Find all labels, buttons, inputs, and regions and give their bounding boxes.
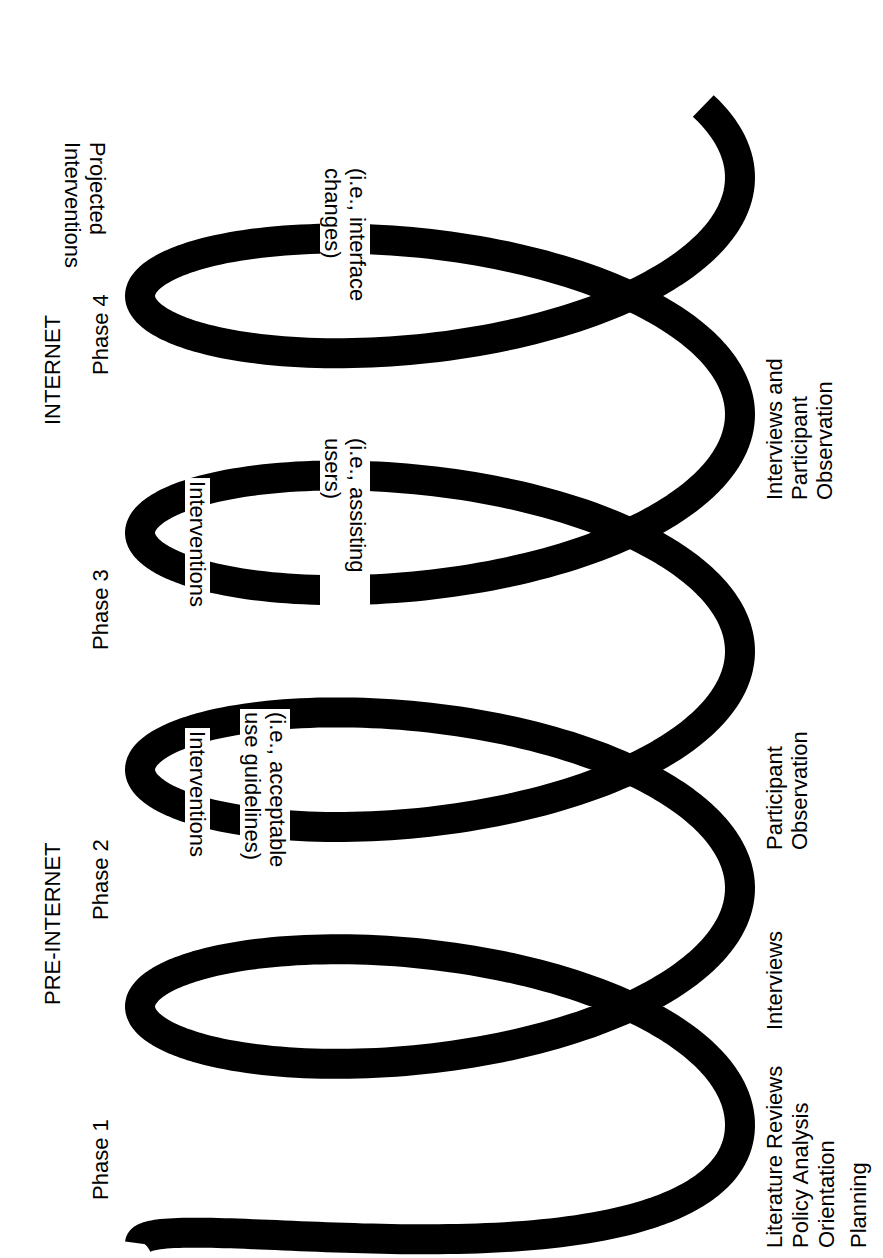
method-label: Policy Analysis	[788, 1102, 813, 1248]
method-label: Literature Reviews	[762, 1066, 787, 1248]
spiral-band	[140, 106, 740, 1244]
method-label: Participant Observation	[762, 700, 812, 850]
method-label: Planning	[846, 1162, 871, 1248]
intervention-note: (i.e., assisting users)	[320, 435, 370, 606]
phase-label: Phase 1	[88, 1119, 113, 1200]
intervention-note: (i.e., interface changes)	[320, 165, 370, 336]
intervention-label: Interventions	[185, 478, 210, 610]
method-label: Interviews and Participant Observation	[762, 325, 837, 500]
method-label: Interviews	[762, 931, 787, 1030]
method-label: Orientation	[814, 1140, 839, 1248]
intervention-label: Projected Interventions	[60, 139, 110, 290]
phase-label: Phase 4	[88, 294, 113, 375]
era-label: PRE-INTERNET	[40, 842, 65, 1005]
phase-label: Phase 2	[88, 839, 113, 920]
intervention-note: (i.e., acceptable use guidelines)	[240, 709, 290, 900]
phase-label: Phase 3	[88, 569, 113, 650]
intervention-label: Interventions	[185, 728, 210, 860]
era-label: INTERNET	[40, 315, 65, 425]
